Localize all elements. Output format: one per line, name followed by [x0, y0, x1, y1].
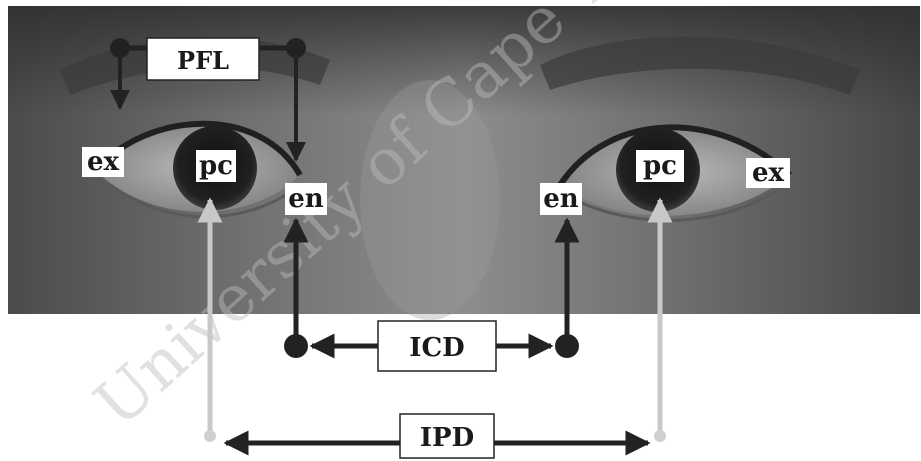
ipd-arrow: IPD	[226, 414, 648, 458]
icd-label: ICD	[409, 333, 464, 363]
ipd-label: IPD	[420, 423, 474, 453]
en-right-label: en	[543, 184, 579, 214]
pc-left-label: pc	[199, 151, 233, 181]
pfl-label: PFL	[177, 46, 229, 75]
pc-right-label: pc	[643, 151, 677, 181]
ex-right-label: ex	[752, 158, 785, 188]
en-left-label: en	[288, 184, 324, 214]
ex-left-label: ex	[87, 147, 120, 177]
